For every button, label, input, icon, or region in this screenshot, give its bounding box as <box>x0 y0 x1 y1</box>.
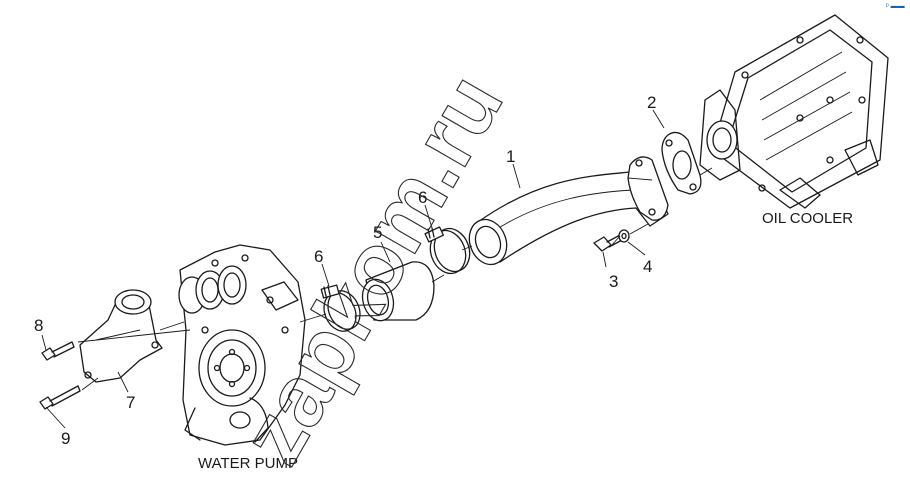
leader-9 <box>45 406 66 429</box>
callout-3: 3 <box>609 272 618 291</box>
washer-4 <box>618 229 630 243</box>
assembly-centerline <box>77 167 713 391</box>
callout-9: 9 <box>61 429 70 448</box>
leader-6-upper <box>424 204 433 229</box>
leader-1 <box>512 163 521 189</box>
water-tube <box>468 156 669 266</box>
oil-cooler-label: OIL COOLER <box>762 210 853 227</box>
corner-mark: ᵖ ▬▬ <box>886 3 905 10</box>
callout-1: 1 <box>506 147 515 166</box>
callout-4: 4 <box>643 257 652 276</box>
callout-8: 8 <box>34 316 43 335</box>
callout-2: 2 <box>647 93 656 112</box>
rubber-hose <box>361 261 435 322</box>
callout-5: 5 <box>373 223 382 242</box>
gasket <box>661 131 702 195</box>
callout-7: 7 <box>126 393 135 412</box>
callout-6-upper: 6 <box>418 188 427 207</box>
water-pump-label: WATER PUMP <box>198 455 298 472</box>
hose-clamp-upper <box>424 226 471 275</box>
leader-2 <box>652 109 665 129</box>
callout-6-lower: 6 <box>314 247 323 266</box>
leader-4 <box>627 241 646 256</box>
leader-3 <box>602 251 607 268</box>
leader-7 <box>117 371 129 393</box>
leader-5 <box>380 241 391 263</box>
leader-8 <box>41 334 47 351</box>
hose-clamp-lower <box>320 284 361 332</box>
water-pump-drawing <box>178 244 306 446</box>
leader-6-lower <box>321 263 330 287</box>
oil-cooler-drawing <box>699 14 889 209</box>
bolt-9 <box>39 385 81 410</box>
bolt-8 <box>41 341 75 361</box>
elbow-pipe <box>79 289 163 383</box>
